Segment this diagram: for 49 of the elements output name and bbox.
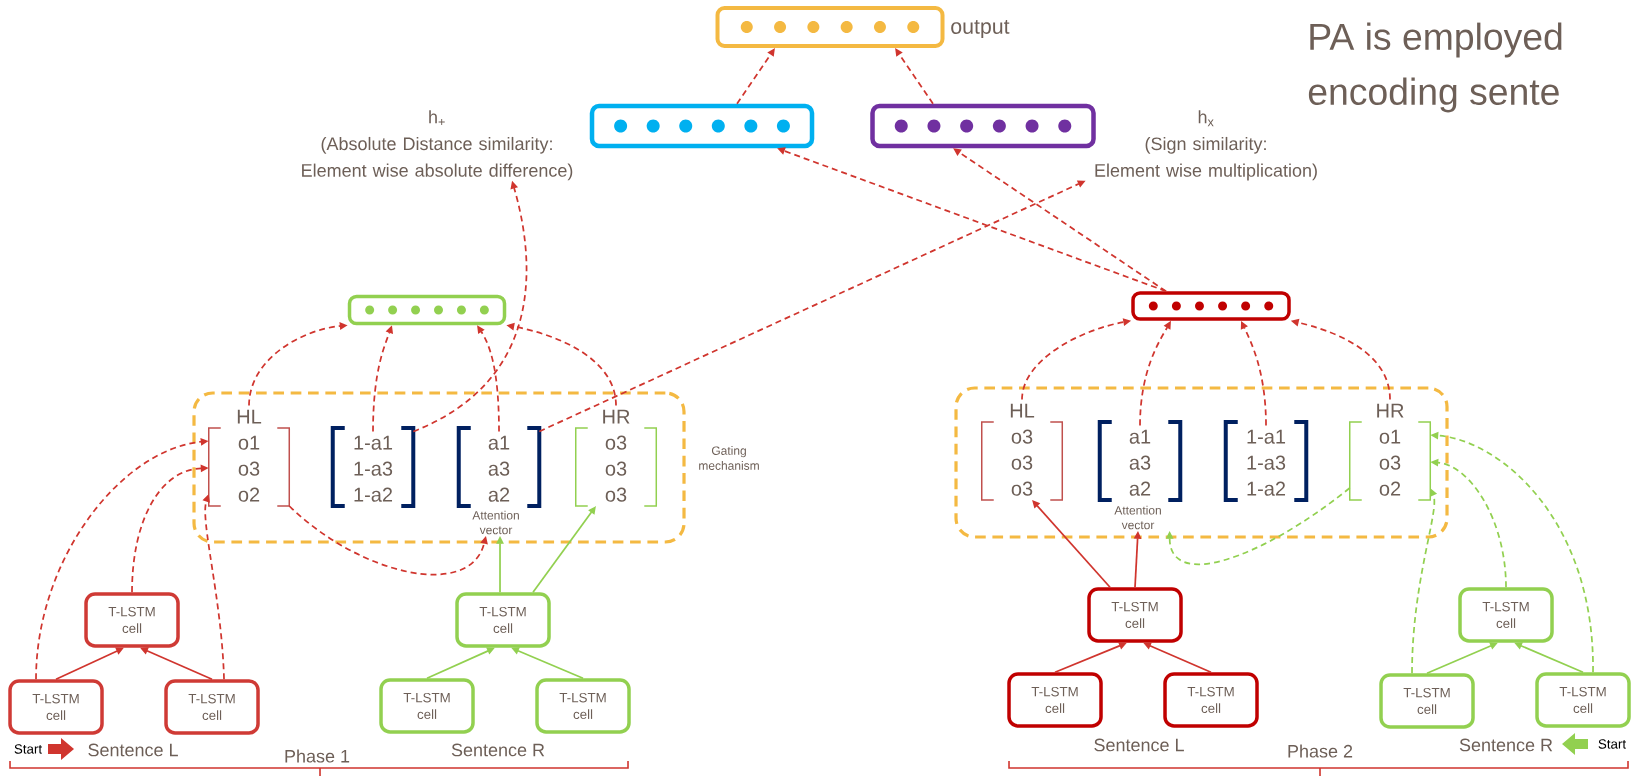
side-label: Gating mechanism bbox=[699, 446, 759, 470]
vector-bar bbox=[870, 103, 1096, 149]
bracket-matrix: a1 a3 a2 bbox=[1097, 420, 1183, 502]
text-label: Attention vector bbox=[472, 510, 519, 535]
arrow bbox=[532, 506, 596, 594]
bracket-matrix: 1-a1 1-a3 1-a2 bbox=[330, 426, 416, 508]
arrow bbox=[1165, 487, 1351, 566]
similarity-caption: h$_{x}$ (Sign similarity: Element wise multiplication) bbox=[1095, 110, 1317, 181]
dashed-box bbox=[192, 391, 686, 544]
cell-box: T-LSTM cell bbox=[8, 679, 104, 735]
dashed-box bbox=[954, 386, 1449, 539]
sentence-label: Sentence L bbox=[1094, 738, 1184, 752]
sentence-label: Sentence R bbox=[451, 743, 545, 757]
vector-bar bbox=[715, 6, 945, 48]
cell-box: T-LSTM cell bbox=[1007, 672, 1103, 728]
cell-box: T-LSTM cell bbox=[1535, 672, 1631, 728]
sentence-label: Sentence R bbox=[1459, 738, 1553, 752]
side-label: output bbox=[951, 19, 1010, 39]
vector-bar bbox=[1131, 291, 1291, 321]
bracket-matrix: 1-a1 1-a3 1-a2 bbox=[1223, 420, 1309, 502]
cell-box: T-LSTM cell bbox=[1163, 672, 1259, 728]
labeled-bracket-matrix: HL o3 o3 o3 bbox=[981, 403, 1064, 501]
vector-bar bbox=[347, 294, 507, 326]
phase-label: Phase 1 bbox=[285, 749, 350, 763]
cell-box: T-LSTM cell bbox=[379, 678, 475, 734]
heading-text: PA is employed bbox=[1310, 22, 1562, 58]
arrow bbox=[736, 48, 775, 105]
cell-box: T-LSTM cell bbox=[84, 592, 180, 648]
cell-box: T-LSTM cell bbox=[455, 592, 551, 648]
cell-box: T-LSTM cell bbox=[1458, 587, 1554, 643]
labeled-bracket-matrix: HR o3 o3 o3 bbox=[575, 409, 658, 507]
arrow bbox=[288, 505, 488, 576]
sentence-label: Sentence L bbox=[88, 743, 178, 757]
cell-box: T-LSTM cell bbox=[535, 678, 631, 734]
arrow bbox=[895, 48, 934, 105]
labeled-bracket-matrix: HL o1 o3 o2 bbox=[208, 409, 291, 507]
phase-label: Phase 2 bbox=[1288, 744, 1353, 758]
arrow bbox=[1032, 500, 1111, 589]
bracket-matrix: a1 a3 a2 bbox=[456, 426, 542, 508]
text-label: Attention vector bbox=[1114, 505, 1161, 530]
cell-box: T-LSTM cell bbox=[164, 679, 260, 735]
labeled-bracket-matrix: HR o1 o3 o2 bbox=[1349, 403, 1432, 501]
arrow bbox=[953, 148, 1167, 293]
cell-box: T-LSTM cell bbox=[1087, 587, 1183, 643]
similarity-caption: h$_{+}$ (Absolute Distance similarity: Element wise absolute difference) bbox=[302, 110, 573, 181]
vector-bar bbox=[589, 103, 815, 149]
heading-text: encoding sente bbox=[1308, 77, 1559, 113]
cell-box: T-LSTM cell bbox=[1379, 673, 1475, 729]
start-label: Start bbox=[1598, 739, 1626, 749]
